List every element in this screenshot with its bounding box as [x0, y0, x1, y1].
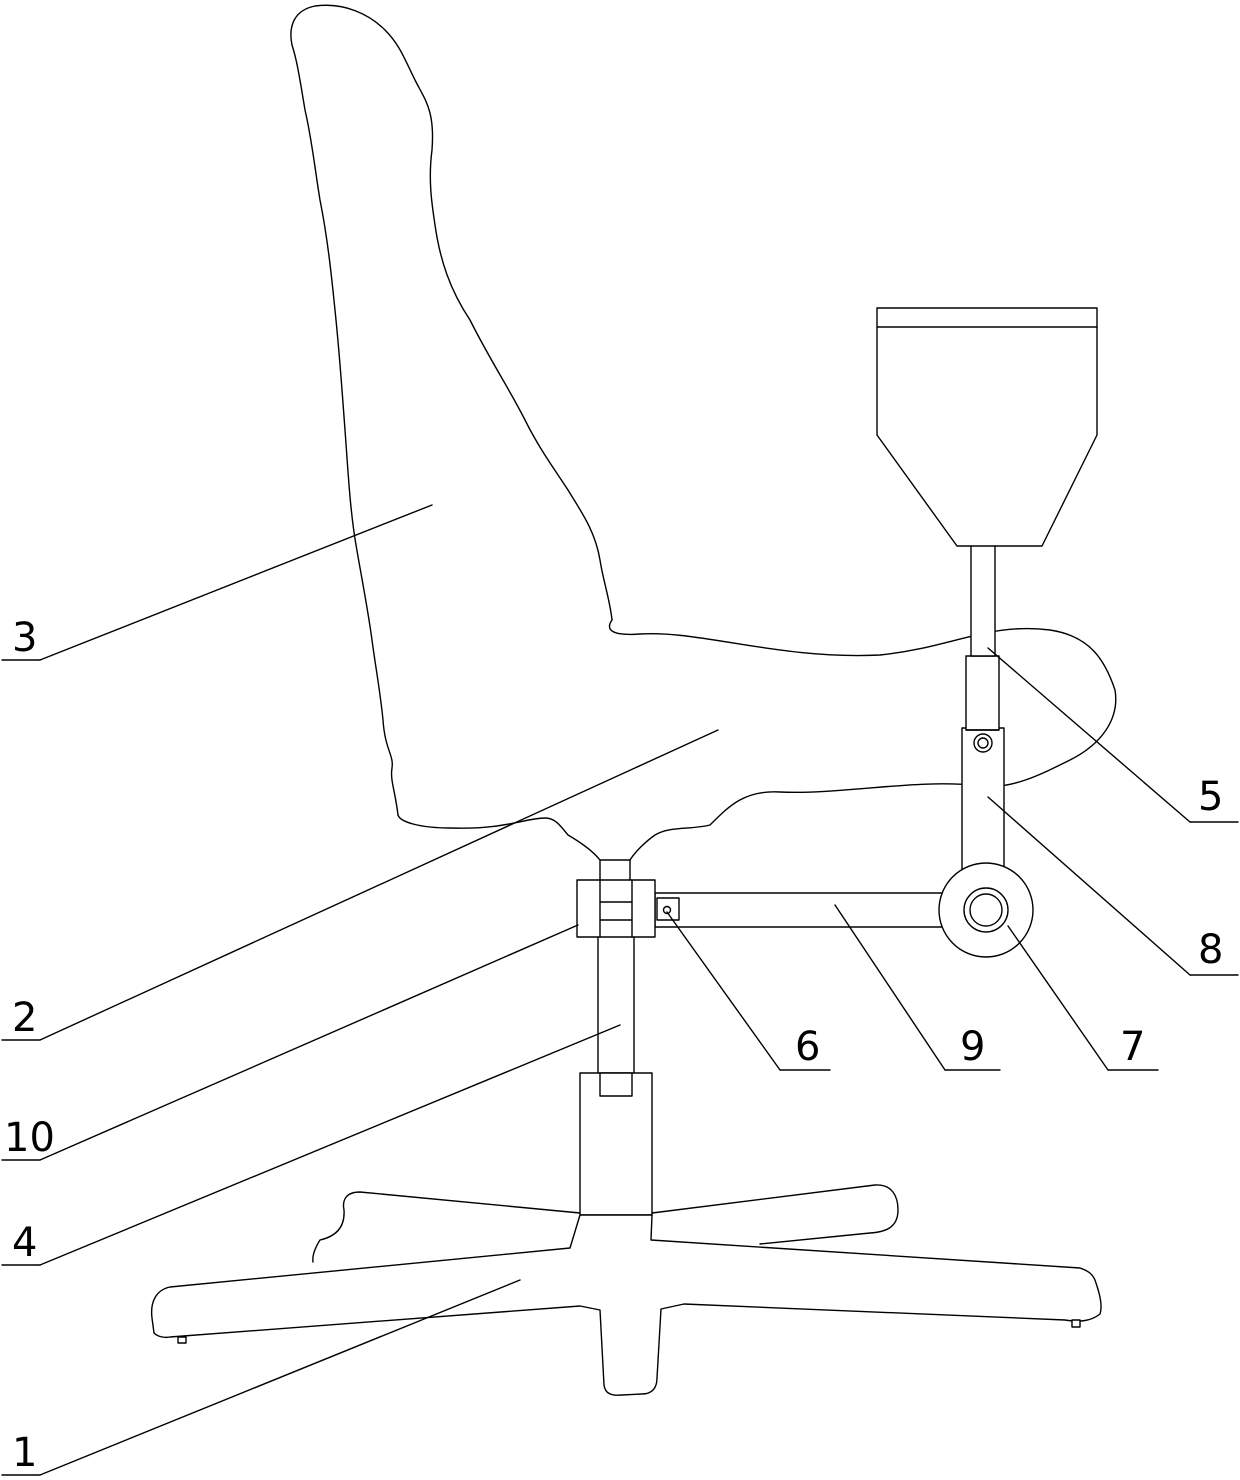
- leader-line-6: [667, 912, 780, 1070]
- base-front-legs: [152, 1215, 1101, 1395]
- base-foot-right: [1072, 1320, 1080, 1327]
- leader-line-10: [40, 925, 578, 1160]
- support-bar: [962, 728, 1004, 878]
- support-sleeve: [966, 656, 999, 730]
- base-foot-left: [178, 1337, 186, 1343]
- label-9: 9: [960, 1024, 985, 1070]
- label-2: 2: [12, 995, 37, 1041]
- label-6: 6: [795, 1024, 820, 1070]
- arm-bar: [655, 893, 945, 927]
- label-4: 4: [12, 1220, 37, 1266]
- leader-line-5: [988, 648, 1190, 822]
- leader-line-7: [1008, 926, 1108, 1070]
- column-insert: [600, 1073, 632, 1096]
- leader-line-9: [835, 905, 945, 1070]
- label-1: 1: [12, 1430, 37, 1476]
- clamp-block: [577, 880, 655, 937]
- backrest: [291, 5, 612, 815]
- leader-line-3: [40, 505, 432, 660]
- label-8: 8: [1198, 927, 1223, 973]
- tray: [877, 308, 1097, 546]
- seat-cushion: [398, 620, 1116, 860]
- label-3: 3: [12, 615, 37, 661]
- label-10: 10: [4, 1115, 55, 1161]
- label-5: 5: [1198, 774, 1223, 820]
- base-back-leg-right: [652, 1185, 898, 1244]
- leader-line-4: [40, 1025, 620, 1265]
- label-7: 7: [1120, 1024, 1145, 1070]
